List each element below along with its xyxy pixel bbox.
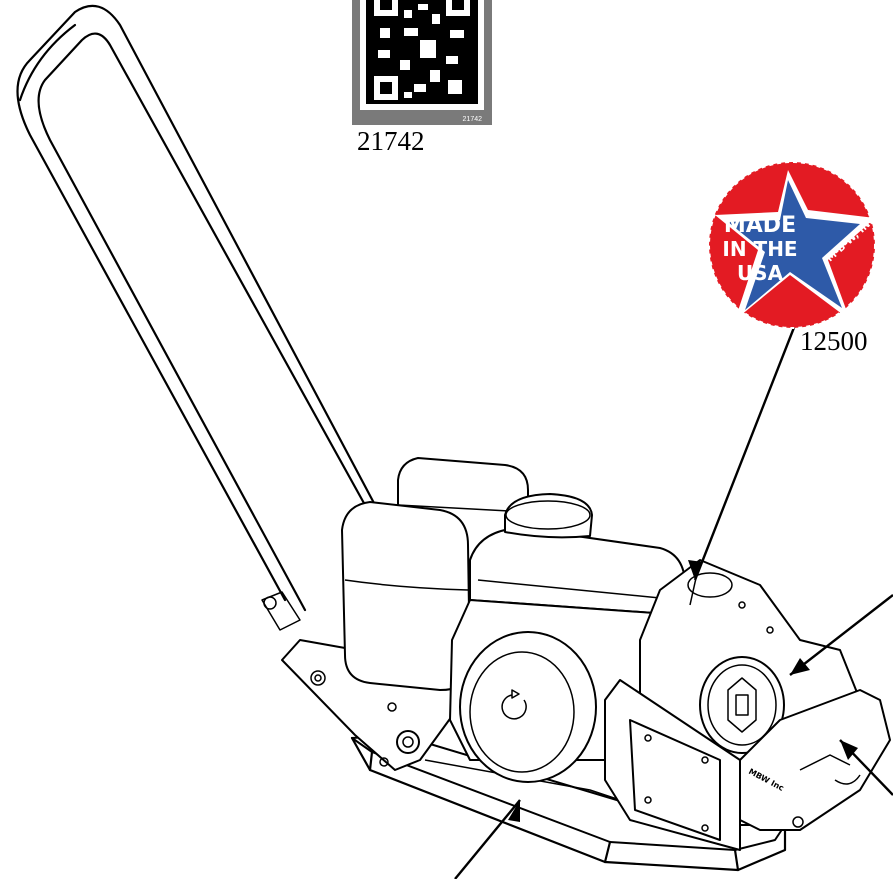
exciter-housing bbox=[604, 679, 741, 851]
leader-lines bbox=[454, 324, 893, 879]
qr-small-text: 21742 bbox=[463, 116, 483, 123]
callout-qr-label: 21742 bbox=[357, 126, 425, 156]
decal-line2: IN THE bbox=[722, 237, 797, 261]
front-guard bbox=[739, 689, 891, 831]
front-tank bbox=[341, 501, 471, 691]
made-in-usa-decal: MADE IN THE USA M-B-W, INC bbox=[708, 161, 878, 329]
qr-code-decal: 21742 bbox=[352, 0, 492, 125]
mbw-logo-emblem bbox=[699, 656, 785, 754]
decal-line3: USA bbox=[737, 261, 784, 285]
callout-decal-label: 12500 bbox=[800, 326, 868, 356]
handle bbox=[16, 4, 377, 631]
decal-line1: MADE bbox=[724, 213, 796, 238]
